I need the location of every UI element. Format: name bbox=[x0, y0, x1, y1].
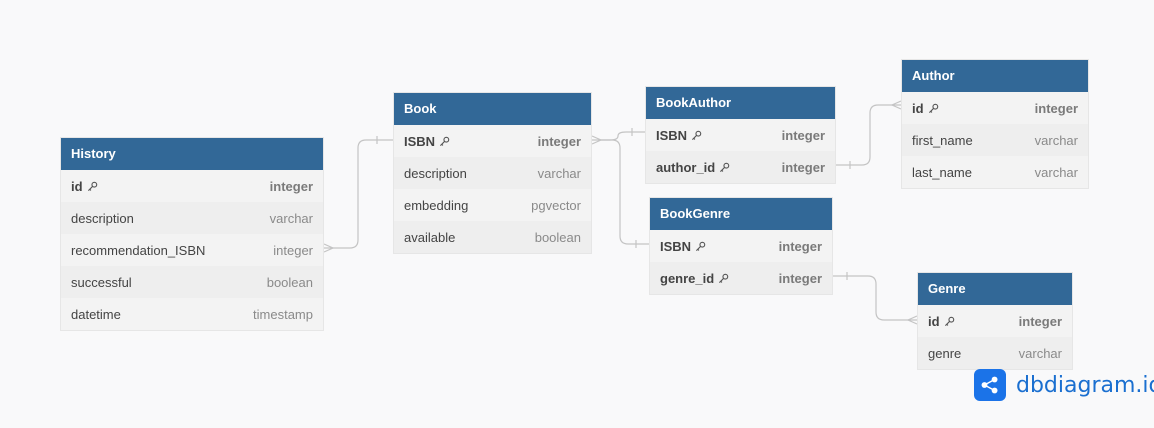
column-row[interactable]: available boolean bbox=[394, 221, 591, 253]
table-bookgenre[interactable]: BookGenre ISBN integer genre_id integer bbox=[649, 197, 833, 295]
crowfoot-genre bbox=[906, 315, 918, 325]
column-name: recommendation_ISBN bbox=[71, 242, 206, 258]
table-header[interactable]: History bbox=[61, 138, 323, 170]
column-type: varchar bbox=[1018, 345, 1062, 361]
column-name: genre_id bbox=[660, 270, 715, 286]
column-row[interactable]: description varchar bbox=[61, 202, 323, 234]
connector-history-book bbox=[324, 139, 393, 249]
crowfoot-book-bookauthor bbox=[591, 135, 603, 145]
column-row[interactable]: recommendation_ISBN integer bbox=[61, 234, 323, 266]
key-icon bbox=[87, 181, 98, 192]
share-icon bbox=[974, 369, 1006, 401]
table-header[interactable]: Genre bbox=[918, 273, 1072, 305]
column-type: integer bbox=[778, 270, 822, 286]
column-name: first_name bbox=[912, 132, 973, 148]
column-name: id bbox=[71, 178, 83, 194]
table-book[interactable]: Book ISBN integer description varchar em… bbox=[393, 92, 592, 254]
column-name: description bbox=[71, 210, 134, 226]
column-row[interactable]: ISBN integer bbox=[646, 119, 835, 151]
column-row[interactable]: last_name varchar bbox=[902, 156, 1088, 188]
column-type: integer bbox=[778, 238, 822, 254]
column-row[interactable]: description varchar bbox=[394, 157, 591, 189]
column-type: timestamp bbox=[253, 306, 313, 322]
key-icon bbox=[718, 273, 729, 284]
column-type: integer bbox=[781, 159, 825, 175]
column-type: integer bbox=[537, 133, 581, 149]
key-icon bbox=[944, 316, 955, 327]
column-row[interactable]: first_name varchar bbox=[902, 124, 1088, 156]
column-name: successful bbox=[71, 274, 132, 290]
column-type: integer bbox=[1018, 313, 1062, 329]
table-header[interactable]: Book bbox=[394, 93, 591, 125]
column-type: integer bbox=[273, 242, 313, 258]
connector-bookgenre-genre bbox=[833, 275, 917, 321]
column-row[interactable]: id integer bbox=[918, 305, 1072, 337]
column-name: last_name bbox=[912, 164, 972, 180]
table-author[interactable]: Author id integer first_name varchar las… bbox=[901, 59, 1089, 189]
column-type: boolean bbox=[534, 229, 581, 245]
column-type: integer bbox=[781, 127, 825, 143]
column-row[interactable]: id integer bbox=[902, 92, 1088, 124]
connector-bookauthor-author bbox=[836, 104, 901, 166]
column-type: varchar bbox=[537, 165, 581, 181]
column-name: id bbox=[912, 100, 924, 116]
column-name: id bbox=[928, 313, 940, 329]
column-name: genre bbox=[928, 345, 962, 361]
column-name: embedding bbox=[404, 197, 469, 213]
connector-book-bookgenre bbox=[601, 139, 649, 245]
dbdiagram-brand[interactable]: dbdiagram.io bbox=[974, 369, 1154, 401]
table-bookauthor[interactable]: BookAuthor ISBN integer author_id intege… bbox=[645, 86, 836, 184]
column-row[interactable]: ISBN integer bbox=[650, 230, 832, 262]
column-type: integer bbox=[269, 178, 313, 194]
crowfoot-author bbox=[890, 100, 902, 110]
table-header[interactable]: BookGenre bbox=[650, 198, 832, 230]
column-type: pgvector bbox=[531, 197, 581, 213]
column-row[interactable]: embedding pgvector bbox=[394, 189, 591, 221]
key-icon bbox=[695, 241, 706, 252]
column-row[interactable]: ISBN integer bbox=[394, 125, 591, 157]
column-row[interactable]: author_id integer bbox=[646, 151, 835, 183]
table-header[interactable]: BookAuthor bbox=[646, 87, 835, 119]
column-row[interactable]: datetime timestamp bbox=[61, 298, 323, 330]
column-type: boolean bbox=[266, 274, 313, 290]
column-type: varchar bbox=[269, 210, 313, 226]
column-row[interactable]: id integer bbox=[61, 170, 323, 202]
table-genre[interactable]: Genre id integer genre varchar bbox=[917, 272, 1073, 370]
brand-name: dbdiagram.io bbox=[1016, 372, 1154, 398]
crowfoot-history bbox=[323, 243, 335, 253]
column-row[interactable]: genre varchar bbox=[918, 337, 1072, 369]
column-type: varchar bbox=[1034, 132, 1078, 148]
table-history[interactable]: History id integer description varchar r… bbox=[60, 137, 324, 331]
key-icon bbox=[439, 136, 450, 147]
column-name: author_id bbox=[656, 159, 716, 175]
column-name: available bbox=[404, 229, 456, 245]
key-icon bbox=[719, 162, 730, 173]
column-type: varchar bbox=[1034, 164, 1078, 180]
key-icon bbox=[928, 103, 939, 114]
column-name: ISBN bbox=[656, 127, 688, 143]
column-name: ISBN bbox=[404, 133, 436, 149]
column-row[interactable]: genre_id integer bbox=[650, 262, 832, 294]
column-name: datetime bbox=[71, 306, 121, 322]
column-name: description bbox=[404, 165, 467, 181]
connector-book-bookauthor bbox=[592, 131, 645, 141]
column-type: integer bbox=[1034, 100, 1078, 116]
table-header[interactable]: Author bbox=[902, 60, 1088, 92]
column-name: ISBN bbox=[660, 238, 692, 254]
key-icon bbox=[691, 130, 702, 141]
column-row[interactable]: successful boolean bbox=[61, 266, 323, 298]
